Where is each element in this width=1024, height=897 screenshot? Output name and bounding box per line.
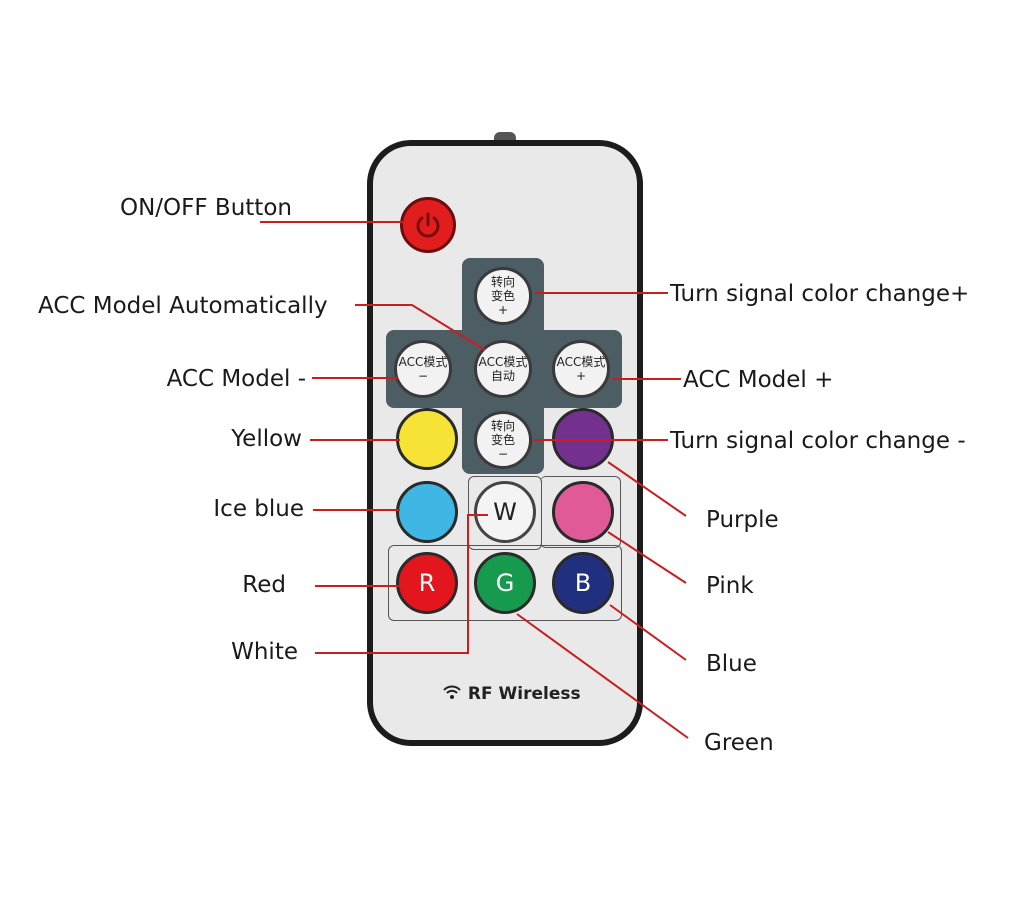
- rf-wireless-text: RF Wireless: [467, 684, 581, 704]
- turn-plus-line-3: +: [497, 303, 509, 317]
- label-acc-auto: ACC Model Automatically: [38, 293, 328, 319]
- label-acc-minus: ACC Model -: [166, 366, 306, 392]
- leader-white: [315, 514, 488, 654]
- turn-plus-line-1: 转向: [490, 275, 515, 289]
- turn-plus-line-2: 变色: [490, 289, 515, 303]
- power-button[interactable]: [400, 197, 456, 253]
- label-acc-plus: ACC Model +: [683, 367, 834, 393]
- acc-auto-line-1: ACC模式: [478, 355, 528, 369]
- white-frame: [468, 476, 542, 550]
- rf-wireless-label: RF Wireless: [442, 684, 581, 704]
- label-green: Green: [704, 730, 774, 756]
- pink-frame: [540, 476, 621, 548]
- acc-auto-button[interactable]: ACC模式 自动: [474, 340, 532, 398]
- label-on-off: ON/OFF Button: [120, 195, 292, 221]
- turn-signal-plus-button[interactable]: 转向 变色 +: [474, 267, 532, 325]
- label-pink: Pink: [706, 573, 754, 599]
- label-turn-minus: Turn signal color change -: [670, 428, 966, 454]
- acc-minus-button[interactable]: ACC模式 −: [394, 340, 452, 398]
- label-red: Red: [242, 572, 286, 598]
- leader-acc-auto: [355, 304, 486, 351]
- green-button-label: G: [495, 569, 515, 597]
- turn-minus-line-1: 转向: [490, 419, 515, 433]
- blue-button[interactable]: B: [552, 552, 614, 614]
- acc-plus-button[interactable]: ACC模式 +: [552, 340, 610, 398]
- blue-button-label: B: [574, 569, 592, 597]
- pink-button[interactable]: [552, 481, 614, 543]
- leader-blue: [609, 604, 687, 661]
- turn-minus-line-3: −: [497, 447, 509, 461]
- label-turn-plus: Turn signal color change+: [670, 281, 970, 307]
- green-button[interactable]: G: [474, 552, 536, 614]
- antenna: [494, 132, 516, 142]
- turn-minus-line-2: 变色: [490, 433, 515, 447]
- white-button-label: W: [493, 498, 517, 526]
- power-icon: [416, 212, 440, 238]
- ice-blue-button[interactable]: [396, 481, 458, 543]
- acc-plus-line-2: +: [575, 369, 587, 383]
- acc-plus-line-1: ACC模式: [556, 355, 606, 369]
- acc-minus-line-2: −: [417, 369, 429, 383]
- label-purple: Purple: [706, 507, 779, 533]
- leader-pink: [607, 531, 687, 584]
- red-button-label: R: [418, 569, 436, 597]
- acc-minus-line-1: ACC模式: [398, 355, 448, 369]
- white-button[interactable]: W: [474, 481, 536, 543]
- label-yellow: Yellow: [231, 426, 302, 452]
- wifi-icon: [443, 685, 461, 699]
- leader-purple: [607, 461, 687, 517]
- acc-auto-line-2: 自动: [490, 369, 515, 383]
- leader-green: [516, 613, 689, 739]
- label-ice-blue: Ice blue: [213, 496, 304, 522]
- rgb-frame: [388, 545, 622, 621]
- label-white: White: [231, 639, 298, 665]
- turn-signal-minus-button[interactable]: 转向 变色 −: [474, 411, 532, 469]
- label-blue: Blue: [706, 651, 757, 677]
- red-button[interactable]: R: [396, 552, 458, 614]
